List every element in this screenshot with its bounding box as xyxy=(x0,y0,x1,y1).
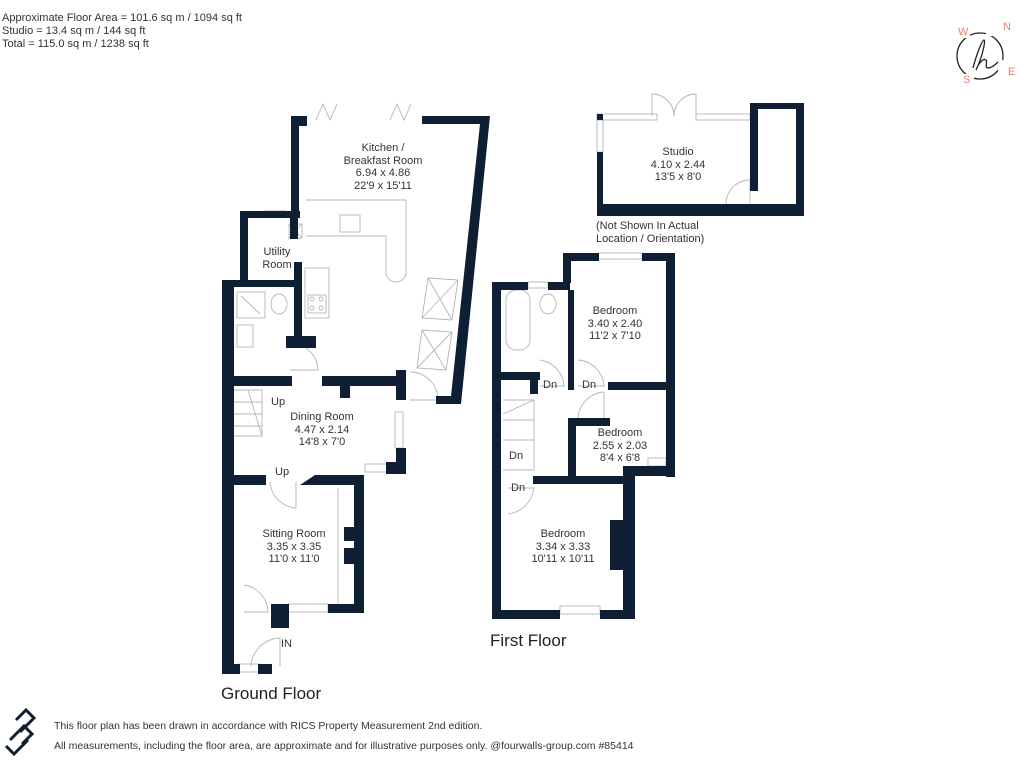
footer-line-1: This floor plan has been drawn in accord… xyxy=(54,720,483,732)
stairs-up-label: Up xyxy=(271,396,286,408)
compass-s: S xyxy=(963,74,971,86)
ground-floor-title: Ground Floor xyxy=(221,684,322,703)
studio-label: Studio 4.10 x 2.44 13'5 x 8'0 xyxy=(650,146,706,183)
footer-line-2: All measurements, including the floor ar… xyxy=(54,740,634,752)
compass-e: E xyxy=(1008,66,1016,78)
compass-icon: W N E S xyxy=(946,18,1022,94)
floor-area-text: Approximate Floor Area = 101.6 sq m / 10… xyxy=(2,12,242,24)
entrance-label: IN xyxy=(281,638,292,650)
fourwalls-logo-icon xyxy=(2,706,46,757)
first-floor-title: First Floor xyxy=(490,631,567,650)
sitting-room-label: Sitting Room 3.35 x 3.35 11'0 x 11'0 xyxy=(262,528,326,565)
studio-area-text: Studio = 13.4 sq m / 144 sq ft xyxy=(2,25,146,37)
kitchen-label: Kitchen / Breakfast Room 6.94 x 4.86 22'… xyxy=(343,142,423,192)
utility-room-label: Utility Room xyxy=(262,246,292,271)
walls xyxy=(222,103,804,674)
stairs-down-label-4: Dn xyxy=(511,482,526,494)
compass-n: N xyxy=(1003,21,1011,33)
total-area-text: Total = 115.0 sq m / 1238 sq ft xyxy=(2,38,149,50)
bedroom-1-label: Bedroom 3.40 x 2.40 11'2 x 7'10 xyxy=(587,305,643,342)
stairs-down-label-3: Dn xyxy=(509,450,524,462)
area-info: Approximate Floor Area = 101.6 sq m / 10… xyxy=(2,12,242,51)
studio-note: (Not Shown In Actual Location / Orientat… xyxy=(596,220,705,245)
stairs-down-label-2: Dn xyxy=(582,379,597,391)
bedroom-2-label: Bedroom 2.55 x 2.03 8'4 x 6'8 xyxy=(592,427,648,464)
dining-room-label: Dining Room 4.47 x 2.14 14'8 x 7'0 xyxy=(290,411,354,448)
footer-disclaimer: This floor plan has been drawn in accord… xyxy=(54,716,634,756)
bedroom-3-label: Bedroom 3.34 x 3.33 10'11 x 10'11 xyxy=(531,528,595,565)
stairs-down-label-1: Dn xyxy=(543,379,558,391)
stairs-up-label-2: Up xyxy=(275,466,290,478)
compass-w: W xyxy=(958,26,969,38)
